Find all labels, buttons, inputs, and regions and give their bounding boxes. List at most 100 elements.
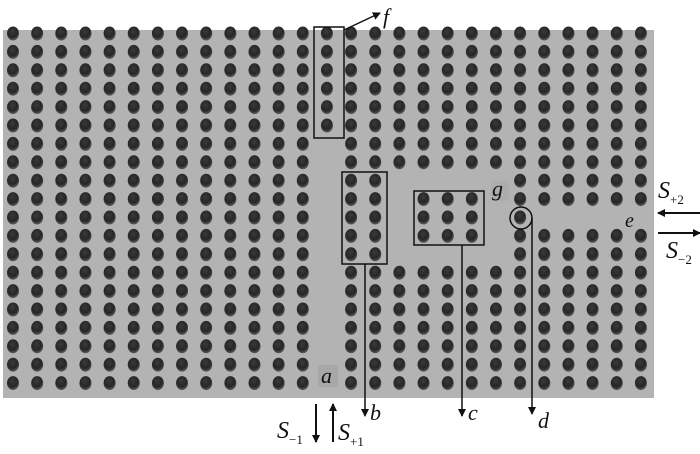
air-hole [514, 247, 527, 262]
air-hole [79, 302, 92, 317]
air-hole [610, 44, 623, 59]
air-hole [634, 100, 647, 115]
air-hole [200, 44, 213, 59]
air-hole [538, 155, 551, 170]
air-hole [393, 376, 406, 391]
air-hole [79, 376, 92, 391]
air-hole [176, 192, 189, 207]
air-hole [610, 265, 623, 280]
air-hole [79, 136, 92, 151]
air-hole [248, 247, 261, 262]
air-hole [538, 320, 551, 335]
air-hole [514, 118, 527, 133]
air-hole [490, 265, 502, 280]
air-hole [441, 228, 454, 243]
air-hole [224, 192, 237, 207]
air-hole [538, 357, 551, 372]
air-hole [538, 81, 551, 96]
air-hole [490, 339, 502, 354]
air-hole [490, 100, 502, 115]
air-hole [176, 210, 189, 225]
air-hole [538, 265, 551, 280]
air-hole [79, 320, 92, 335]
air-hole [369, 173, 382, 188]
air-hole [610, 357, 623, 372]
air-hole [200, 376, 213, 391]
air-hole [393, 26, 406, 41]
air-hole [103, 228, 116, 243]
air-hole [55, 320, 68, 335]
air-hole [224, 228, 237, 243]
air-hole [79, 339, 92, 354]
air-hole [417, 228, 430, 243]
air-hole [151, 63, 164, 78]
air-hole [538, 339, 551, 354]
air-hole [31, 247, 44, 262]
air-hole [7, 100, 19, 115]
air-hole [151, 320, 164, 335]
air-hole [103, 302, 116, 317]
air-hole [562, 81, 575, 96]
air-hole [296, 26, 309, 41]
air-hole [7, 339, 19, 354]
air-hole [345, 100, 358, 115]
air-hole [200, 136, 213, 151]
air-hole [634, 265, 647, 280]
air-hole [562, 173, 575, 188]
air-hole [490, 63, 502, 78]
air-hole [127, 118, 140, 133]
air-hole [176, 247, 189, 262]
air-hole [490, 357, 502, 372]
air-hole [514, 210, 527, 225]
air-hole [176, 228, 189, 243]
air-hole [151, 302, 164, 317]
air-hole [345, 284, 358, 299]
air-hole [345, 63, 358, 78]
air-hole [7, 26, 19, 41]
air-hole [586, 155, 599, 170]
air-hole [79, 118, 92, 133]
air-hole [127, 357, 140, 372]
air-hole [320, 26, 333, 41]
air-hole [417, 357, 430, 372]
air-hole [586, 81, 599, 96]
air-hole [127, 192, 140, 207]
air-hole [296, 155, 309, 170]
air-hole [248, 44, 261, 59]
air-hole [562, 118, 575, 133]
air-hole [441, 81, 454, 96]
air-hole [272, 320, 285, 335]
air-hole [562, 339, 575, 354]
air-hole [465, 136, 478, 151]
air-hole [634, 136, 647, 151]
air-hole [7, 210, 19, 225]
air-hole [514, 192, 527, 207]
air-hole [55, 136, 68, 151]
air-hole [296, 63, 309, 78]
air-hole [345, 210, 358, 225]
air-hole [7, 357, 19, 372]
air-hole [151, 265, 164, 280]
air-hole [31, 357, 44, 372]
air-hole [345, 136, 358, 151]
air-hole [296, 339, 309, 354]
port-s-minus2: S−2 [666, 238, 692, 267]
air-hole [538, 44, 551, 59]
air-hole [393, 302, 406, 317]
air-hole [441, 265, 454, 280]
air-hole [296, 247, 309, 262]
air-hole [538, 118, 551, 133]
air-hole [586, 265, 599, 280]
air-hole [441, 339, 454, 354]
air-hole [562, 136, 575, 151]
air-hole [79, 228, 92, 243]
air-hole [417, 210, 430, 225]
air-hole [538, 302, 551, 317]
air-hole [369, 63, 382, 78]
air-hole [127, 284, 140, 299]
air-hole [103, 100, 116, 115]
air-hole [465, 118, 478, 133]
air-hole [320, 100, 333, 115]
air-hole [417, 284, 430, 299]
air-hole [55, 247, 68, 262]
